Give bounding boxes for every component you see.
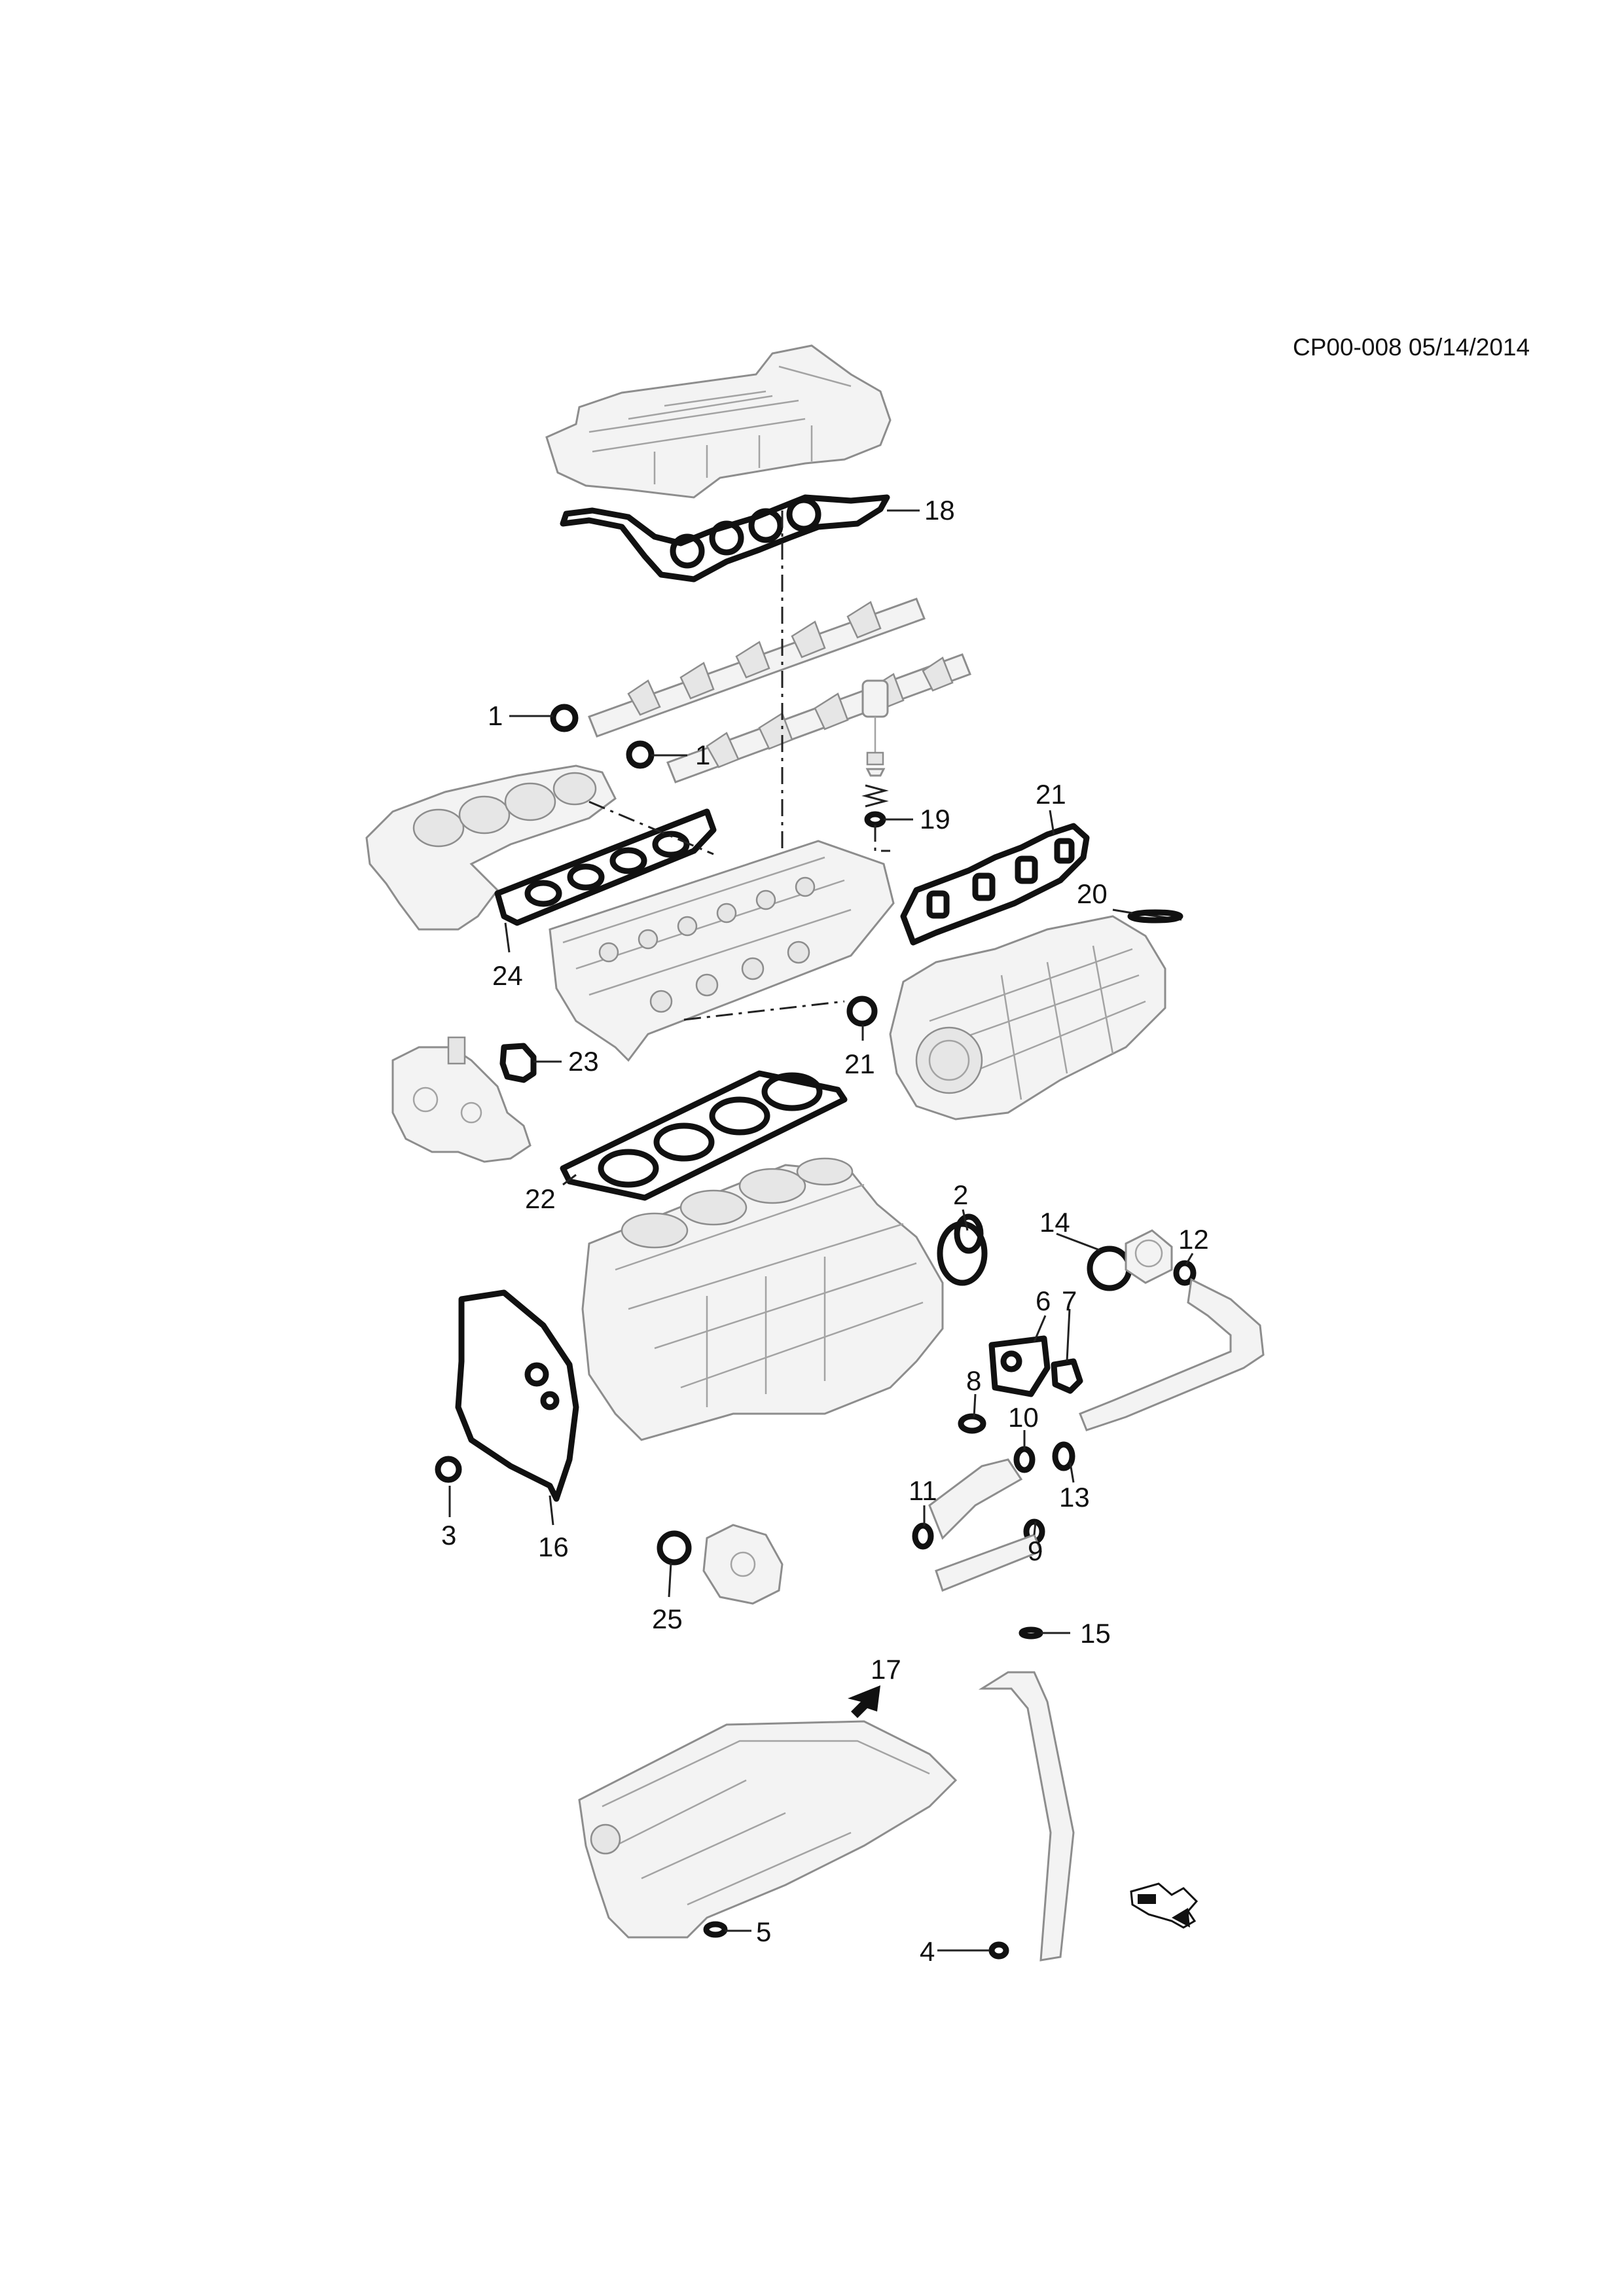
callout-13: 13 — [1059, 1482, 1090, 1513]
callout-14: 14 — [1039, 1207, 1070, 1238]
callout-20: 20 — [1077, 878, 1108, 909]
intake-port-seal — [846, 996, 878, 1027]
coolant-pipe-upper — [1079, 1278, 1265, 1431]
camshaft-cover — [545, 344, 892, 499]
dipstick-tube-seal-lower — [988, 1941, 1009, 1960]
callout-21b: 21 — [844, 1049, 875, 1079]
oil-filter-cap-seal — [1087, 1246, 1132, 1291]
cylinder-block — [581, 1157, 944, 1441]
callout-11: 11 — [909, 1475, 937, 1506]
cylinder-head — [549, 840, 895, 1062]
oil-cooler-seal — [1051, 1358, 1083, 1394]
callout-6: 6 — [1036, 1285, 1051, 1316]
valve-lifter-assembly — [861, 679, 890, 852]
callout-17: 17 — [871, 1654, 901, 1685]
callout-7: 7 — [1062, 1285, 1077, 1316]
thermostat-housing — [391, 1036, 532, 1163]
callout-16: 16 — [538, 1532, 569, 1562]
oil-pump-seal — [657, 1530, 692, 1566]
oil-pump — [702, 1524, 784, 1605]
oil-cooler-gasket — [988, 1335, 1051, 1397]
callout-9: 9 — [1028, 1535, 1043, 1566]
front-direction-icon — [1130, 1882, 1199, 1929]
crankshaft-front-seal — [435, 1456, 462, 1483]
throttle-body-gasket — [1127, 909, 1183, 924]
callout-2: 2 — [953, 1179, 968, 1210]
intake-manifold-gasket — [900, 823, 1090, 946]
camshaft-seal-lower — [626, 740, 655, 769]
exhaust-manifold-gasket — [494, 808, 717, 926]
engine-front-cover-gasket — [455, 1289, 579, 1502]
reference-arrow-icon — [848, 1685, 880, 1718]
callout-10: 10 — [1008, 1402, 1039, 1433]
callout-8: 8 — [966, 1365, 981, 1396]
callout-24: 24 — [492, 960, 523, 991]
coolant-pipe-lower — [928, 1458, 1042, 1592]
seal-ring-11 — [912, 1522, 934, 1550]
oil-dipstick-tube — [978, 1671, 1075, 1962]
document-code: CP00-008 05/14/2014 — [1293, 334, 1530, 361]
exhaust-manifold — [365, 764, 617, 931]
seal-ring-8 — [958, 1413, 986, 1434]
callout-1a: 1 — [488, 700, 503, 731]
exhaust-camshaft — [588, 598, 926, 738]
camshaft-seal-upper — [550, 704, 579, 732]
callout-3: 3 — [441, 1520, 456, 1551]
dipstick-tube-seal-upper — [1019, 1626, 1043, 1640]
callout-12: 12 — [1178, 1224, 1209, 1255]
callout-15: 15 — [1080, 1618, 1111, 1649]
callout-18: 18 — [924, 495, 955, 526]
callout-25: 25 — [652, 1604, 683, 1634]
oil-drain-plug-seal — [703, 1921, 728, 1938]
seal-ring-13 — [1052, 1441, 1075, 1471]
seal-ring-10 — [1013, 1446, 1036, 1473]
oil-pan — [578, 1720, 958, 1939]
callout-5: 5 — [756, 1916, 771, 1947]
cylinder-head-gasket — [560, 1070, 848, 1201]
intake-manifold — [889, 915, 1166, 1121]
callout-23: 23 — [568, 1046, 599, 1077]
callout-19: 19 — [920, 804, 950, 834]
leader-lines — [448, 509, 1194, 1952]
oil-filter-cap — [1125, 1229, 1173, 1284]
crankshaft-rear-seal — [937, 1213, 988, 1286]
callout-21a: 21 — [1036, 779, 1066, 810]
seal-ring-12 — [1173, 1260, 1197, 1286]
camshaft-cover-gasket — [560, 494, 890, 583]
callout-1b: 1 — [695, 740, 710, 770]
callout-numbers: 1 1 2 3 4 5 6 7 8 9 10 11 12 13 14 15 16… — [441, 495, 1209, 1967]
housing-gasket — [499, 1043, 537, 1083]
callout-4: 4 — [920, 1936, 935, 1967]
callout-22: 22 — [525, 1183, 556, 1214]
